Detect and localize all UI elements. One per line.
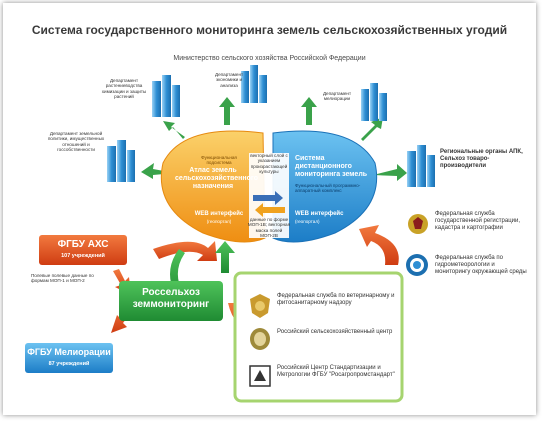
center-note-top: векторный слой с указанием произрастающе… [250,153,288,175]
standards-emblem-icon [249,365,271,392]
building-icon [148,73,182,117]
diagram-title: Система государственного мониторинга зем… [31,23,508,37]
fgbu-melior-title: ФГБУ Мелиорации [27,347,111,357]
agri-center-emblem-icon [249,327,271,356]
center-note-bottom: данные по форме МОП-1В; векторная маска … [247,217,291,239]
atlas-web: WEB интерфейс [194,211,244,217]
dept-land-policy: Департамент земельной политики, имуществ… [47,131,105,153]
federal-services-frame [233,271,404,403]
remote-web: WEB интерфейс [295,211,344,217]
diagram-shapes [25,97,407,403]
building-icon [239,63,269,103]
federal-vet: Федеральная служба по ветеринарному и фи… [277,293,395,306]
atlas-web-sub: (геопортал) [206,219,232,224]
diagram-frame: Система государственного мониторинга зем… [3,3,536,415]
building-icon [103,138,137,182]
fgbu-axc-count: 107 учреждений [61,253,105,259]
atlas-title: Атлас земель сельскохозяйственного назна… [175,167,258,190]
axc-note: Полевые полевые данные по формам МОП-1 и… [31,273,94,284]
federal-rosreestr: Федеральная служба государственной регис… [435,211,520,231]
building-icon [359,81,389,121]
remote-shape [272,130,378,243]
ministry-label: Министерство сельского хозяйства Российс… [173,55,366,62]
fgbu-melior-count: 87 учреждений [48,361,90,367]
red-arrow-left [153,241,217,261]
atlas-shape [160,130,266,243]
rosselhoz-title: Россельхоз земмониторинг [132,287,210,310]
remote-web-sub: (геопортал) [295,219,320,224]
globe-emblem-icon [405,253,429,282]
arrows-to-departments [141,97,407,181]
atlas-subtitle: Функциональная подсистема [201,155,237,165]
red-arrow-top-right [359,225,399,265]
building-icon [403,143,437,187]
federal-standards: Российский Центр Стандартизации и Метрол… [277,365,395,378]
fgbu-axc-title: ФГБУ АХС [57,239,109,250]
dept-economics: Департамент экономики и анализа [215,72,244,88]
dept-melioration: Департамент мелиорации [322,91,352,102]
green-arrow-up [215,241,235,273]
remote-title: Система дистанционного мониторинга земел… [295,155,368,178]
eagle-emblem-icon [407,213,429,240]
federal-hydromet: Федеральная служба по гидрометеорологии … [435,255,527,275]
dept-plant-growing: Департамент растениеводства химизации и … [101,78,147,100]
vet-emblem-icon [249,293,271,324]
federal-agri-center: Российский сельскохозяйственный центр [277,329,393,335]
remote-subtitle: Функциональный программно-аппаратный ком… [295,183,361,193]
regional-bodies: Региональные органы АПК, Сельхоз товаро-… [440,149,523,169]
